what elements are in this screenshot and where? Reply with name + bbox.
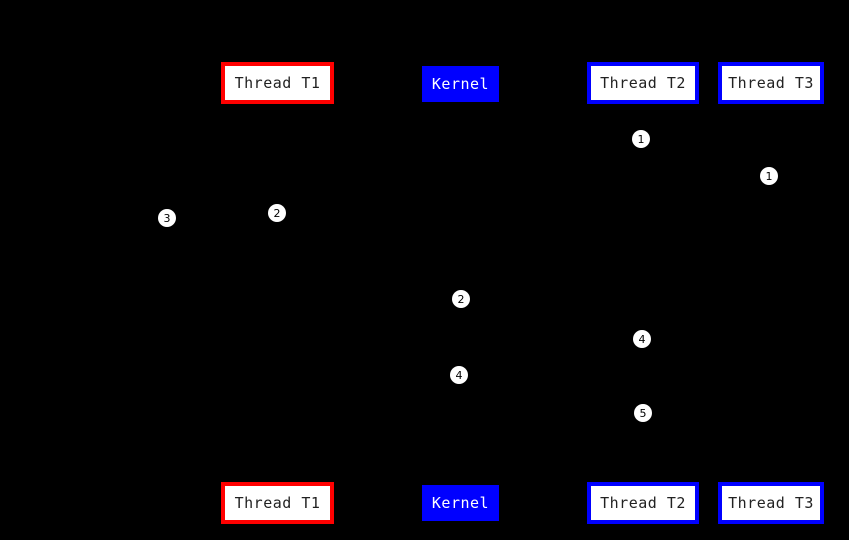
- lifeline-thread-t1: [277, 104, 278, 482]
- msg-t3-to-kernel-1: [460, 186, 770, 187]
- marker-t3-1: 1: [760, 167, 778, 185]
- marker-t2-1: 1: [632, 130, 650, 148]
- participant-label: Thread T1: [234, 74, 321, 92]
- marker-kernel-2: 2: [452, 290, 470, 308]
- msg-kernel-to-t2-5: [460, 422, 643, 423]
- marker-t1-3: 3: [158, 209, 176, 227]
- lifeline-thread-t3: [770, 104, 771, 482]
- participant-label: Thread T1: [234, 494, 321, 512]
- participant-top-thread-t1[interactable]: Thread T1: [221, 62, 334, 104]
- participant-bottom-thread-t2[interactable]: Thread T2: [587, 482, 699, 524]
- participant-bottom-thread-t3[interactable]: Thread T3: [718, 482, 824, 524]
- participant-label: Thread T3: [728, 494, 814, 512]
- msg-t1-self-3: [180, 228, 277, 229]
- participant-top-thread-t2[interactable]: Thread T2: [587, 62, 699, 104]
- msg-t2-to-kernel-1: [460, 148, 643, 149]
- participant-bottom-kernel[interactable]: Kernel: [422, 485, 499, 521]
- marker-t2-4: 4: [633, 330, 651, 348]
- participant-top-kernel[interactable]: Kernel: [422, 66, 499, 102]
- participant-label: Kernel: [431, 494, 490, 512]
- lifeline-thread-t2: [643, 104, 644, 482]
- participant-top-thread-t3[interactable]: Thread T3: [718, 62, 824, 104]
- participant-label: Thread T2: [600, 74, 686, 92]
- msg-t1-to-kernel-2: [277, 308, 460, 309]
- participant-label: Kernel: [431, 75, 490, 93]
- participant-label: Thread T2: [600, 494, 686, 512]
- marker-t2-5: 5: [634, 404, 652, 422]
- msg-kernel-to-t2-4: [460, 348, 643, 349]
- participant-label: Thread T3: [728, 74, 814, 92]
- marker-kernel-4: 4: [450, 366, 468, 384]
- msg-t2-to-kernel-4: [460, 384, 643, 385]
- msg-kernel-to-t1-2: [277, 222, 460, 223]
- participant-bottom-thread-t1[interactable]: Thread T1: [221, 482, 334, 524]
- marker-t1-2: 2: [268, 204, 286, 222]
